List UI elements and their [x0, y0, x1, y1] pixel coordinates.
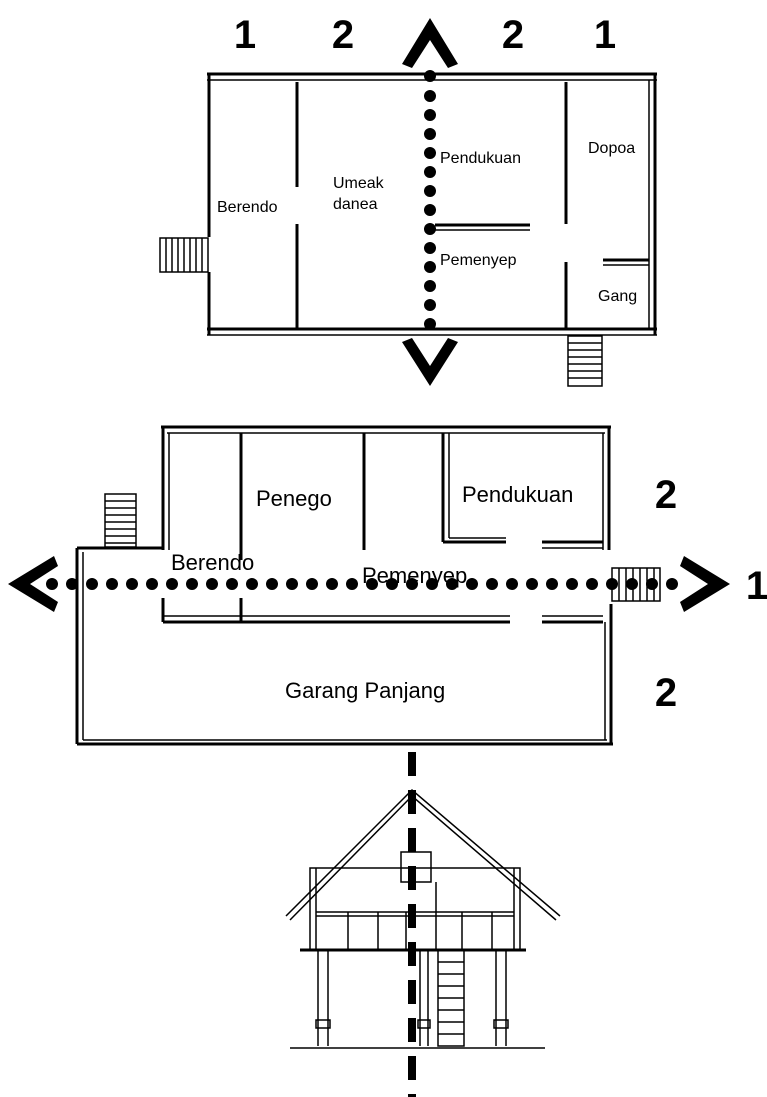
top-plan-stairs-bottom	[567, 335, 603, 387]
top-zone-number-4: 1	[594, 13, 616, 57]
room-label-danea: danea	[333, 196, 378, 213]
room-label-pemenyep-top: Pemenyep	[440, 252, 517, 269]
middle-plan-axis-dots	[46, 578, 678, 590]
axis-arrowhead-left	[8, 556, 58, 612]
house-elevation	[285, 788, 561, 1049]
middle-plan: Penego Pendukuan Berendo Pemenyep Garang…	[8, 425, 767, 746]
room-label-penego: Penego	[256, 486, 332, 511]
axis-arrowhead-right	[680, 556, 730, 612]
top-zone-number-3: 2	[502, 13, 524, 57]
middle-plan-walls	[75, 425, 613, 746]
top-zone-number-1: 1	[234, 13, 256, 57]
room-label-umeak: Umeak	[333, 175, 385, 192]
room-label-berendo-top: Berendo	[217, 199, 278, 216]
axis-arrowhead-down	[402, 338, 458, 386]
room-label-gang: Gang	[598, 288, 637, 305]
middle-zone-number-axis-end: 1	[746, 564, 767, 608]
top-zone-number-2: 2	[332, 13, 354, 57]
top-plan: 1 2 2 1	[159, 13, 657, 387]
middle-zone-number-lower: 2	[655, 671, 677, 715]
room-label-garang-panjang: Garang Panjang	[285, 678, 445, 703]
room-label-pendukuan-middle: Pendukuan	[462, 482, 573, 507]
middle-zone-number-upper: 2	[655, 473, 677, 517]
room-label-dopoa: Dopoa	[588, 140, 635, 157]
middle-plan-stairs-left	[104, 493, 137, 548]
room-label-pendukuan-top: Pendukuan	[440, 150, 521, 167]
room-label-berendo-middle: Berendo	[171, 550, 254, 575]
top-plan-stairs-left	[159, 237, 209, 273]
top-plan-axis-dots	[424, 70, 436, 330]
axis-arrowhead-up	[402, 18, 458, 68]
